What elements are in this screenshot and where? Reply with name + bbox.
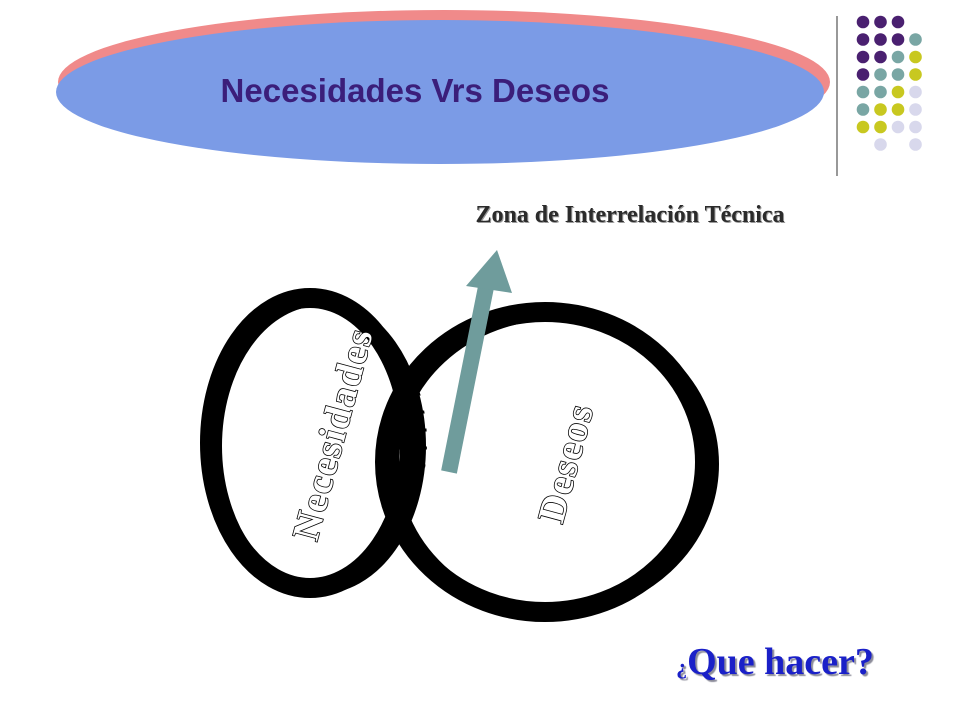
decor-dot [909, 85, 922, 99]
decor-dot [874, 120, 887, 134]
decor-dot [874, 50, 887, 64]
decor-dot [891, 68, 905, 81]
intersection-label: Zona de Interrelación Técnica [475, 202, 785, 228]
decor-dot [909, 50, 922, 64]
decor-dot [891, 33, 905, 46]
page-title: Necesidades Vrs Deseos [220, 72, 610, 109]
question-main: Que hacer? [687, 641, 874, 683]
decor-dot [874, 103, 887, 116]
wants-label: Deseos [530, 399, 602, 527]
decor-dot [856, 50, 870, 64]
decor-dot [856, 85, 870, 99]
decor-dot [891, 50, 905, 64]
decor-dot [909, 68, 922, 81]
decor-dot [856, 120, 870, 134]
decor-dot [874, 138, 887, 151]
needs-circle [200, 288, 426, 598]
decor-dot [891, 120, 905, 134]
wants-circle [375, 302, 719, 622]
question-text: ¿Que hacer? [640, 640, 910, 684]
decor-dot [891, 15, 905, 29]
decor-dot [874, 68, 887, 81]
decor-dot [874, 33, 887, 46]
question-opening-mark: ¿ [676, 654, 688, 679]
decor-dot [856, 15, 870, 29]
decor-dot [891, 85, 905, 99]
needs-label: Necesidades [285, 323, 382, 545]
decor-dot-grid [856, 15, 922, 151]
decor-dot [909, 33, 922, 46]
decor-dot [909, 120, 922, 134]
decor-dot [856, 33, 870, 46]
decor-dot [874, 85, 887, 99]
arrow-icon [441, 250, 512, 474]
title-banner [56, 20, 824, 164]
decor-dot [856, 103, 870, 116]
decor-dot [856, 68, 870, 81]
decor-dot [909, 138, 922, 151]
decor-dot [909, 103, 922, 116]
decor-dot [891, 103, 905, 116]
decor-dot [874, 15, 887, 29]
